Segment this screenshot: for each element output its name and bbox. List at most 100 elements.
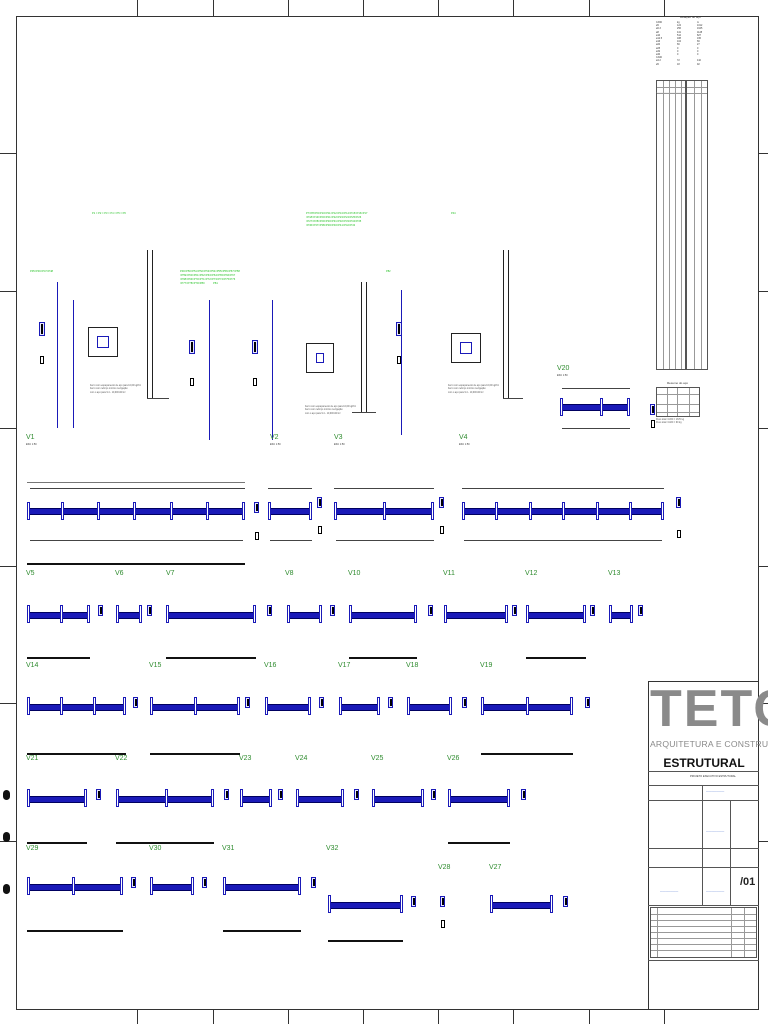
frame-tick <box>213 1010 214 1024</box>
beam-section <box>202 877 207 888</box>
beam-section <box>676 497 681 508</box>
pile-line <box>209 300 210 440</box>
scale-text: ESC 1:50 <box>459 443 470 446</box>
beam-label-v26: V26 <box>447 755 460 762</box>
beam-support <box>296 789 299 807</box>
beam-label-v28: V28 <box>438 864 451 871</box>
frame-tick <box>438 1010 439 1024</box>
beam-label-v6: V6 <box>115 570 124 577</box>
beam-elevation <box>268 508 312 515</box>
beam-support <box>377 697 380 715</box>
beam-label-v13: V13 <box>608 570 621 577</box>
frame-tick <box>513 0 514 16</box>
binding-hole <box>3 884 10 894</box>
beam-support <box>490 895 493 913</box>
beam-baseline <box>27 842 87 844</box>
beam-label-v20: V20 <box>557 365 570 372</box>
beam-support <box>627 398 630 416</box>
beam-label-v1: V1 <box>26 434 35 441</box>
beam-support <box>449 697 452 715</box>
beam-section-small <box>677 530 681 538</box>
beam-support <box>93 697 96 715</box>
beam-label-v25: V25 <box>371 755 384 762</box>
column-section <box>396 322 402 336</box>
rebar-top-line <box>334 488 434 489</box>
summary-table <box>656 387 700 417</box>
beam-support <box>400 895 403 913</box>
footing-line <box>352 412 376 413</box>
beam-elevation <box>328 902 403 909</box>
footing-line <box>147 398 169 399</box>
beam-label-v12: V12 <box>525 570 538 577</box>
beam-elevation <box>609 612 633 619</box>
beam-support <box>166 605 169 623</box>
beam-label-v27: V27 <box>489 864 502 871</box>
beam-elevation <box>287 612 322 619</box>
beam-support <box>61 502 64 520</box>
beam-baseline <box>116 842 214 844</box>
beam-section <box>388 697 393 708</box>
beam-section-small <box>441 920 445 928</box>
company-logo: TETO ARQUITETURA E CONSTRUÇÕES <box>650 683 768 753</box>
beam-support <box>116 789 119 807</box>
rebar-bottom-line <box>562 428 630 429</box>
beam-support <box>414 605 417 623</box>
beam-elevation <box>27 884 123 891</box>
beam-support <box>269 789 272 807</box>
beam-label-v24: V24 <box>295 755 308 762</box>
beam-section <box>311 877 316 888</box>
beam-support <box>27 789 30 807</box>
beam-support <box>529 502 532 520</box>
beam-support <box>526 697 529 715</box>
steel-detail-table <box>686 80 708 370</box>
green-note: P82 <box>386 270 391 273</box>
beam-section <box>96 789 101 800</box>
green-note: P1 = P2 = P3 = P4 = P5 = P6 <box>92 212 126 215</box>
beam-support <box>448 789 451 807</box>
revision-table <box>650 907 757 958</box>
beam-section <box>147 605 152 616</box>
frame-tick <box>759 566 768 567</box>
steel-detail-table <box>656 80 686 370</box>
frame-tick <box>759 153 768 154</box>
frame-tick <box>363 0 364 16</box>
beam-support <box>596 502 599 520</box>
beam-label-v14: V14 <box>26 662 39 669</box>
column-section <box>253 378 257 386</box>
beam-support <box>27 605 30 623</box>
beam-support <box>123 697 126 715</box>
beam-support <box>481 697 484 715</box>
beam-section <box>133 697 138 708</box>
beam-section <box>428 605 433 616</box>
footing-plan <box>306 343 334 373</box>
rebar-bottom-line <box>270 540 312 541</box>
frame-tick <box>664 1010 665 1024</box>
beam-support <box>170 502 173 520</box>
beam-elevation <box>27 508 245 515</box>
sheet-number: /01 <box>740 876 756 888</box>
title-block-field: ——————— <box>706 830 725 833</box>
beam-section <box>319 697 324 708</box>
footing-plan <box>88 327 118 357</box>
rebar-top-line <box>462 488 664 489</box>
beam-elevation <box>339 704 380 711</box>
beam-baseline <box>27 930 123 932</box>
beam-support <box>27 697 30 715</box>
beam-label-v23: V23 <box>239 755 252 762</box>
title-block-divider <box>730 800 731 905</box>
beam-support <box>242 502 245 520</box>
beam-support <box>223 877 226 895</box>
frame-tick <box>213 0 214 16</box>
beam-support <box>97 502 100 520</box>
column-section <box>397 356 401 364</box>
beam-label-v10: V10 <box>348 570 361 577</box>
beam-support <box>60 605 63 623</box>
rebar-top-line <box>30 488 245 489</box>
beam-baseline <box>150 753 240 755</box>
pile-line <box>272 300 273 440</box>
beam-elevation <box>27 612 90 619</box>
frame-tick <box>759 291 768 292</box>
beam-label-v22: V22 <box>115 755 128 762</box>
beam-section <box>638 605 643 616</box>
